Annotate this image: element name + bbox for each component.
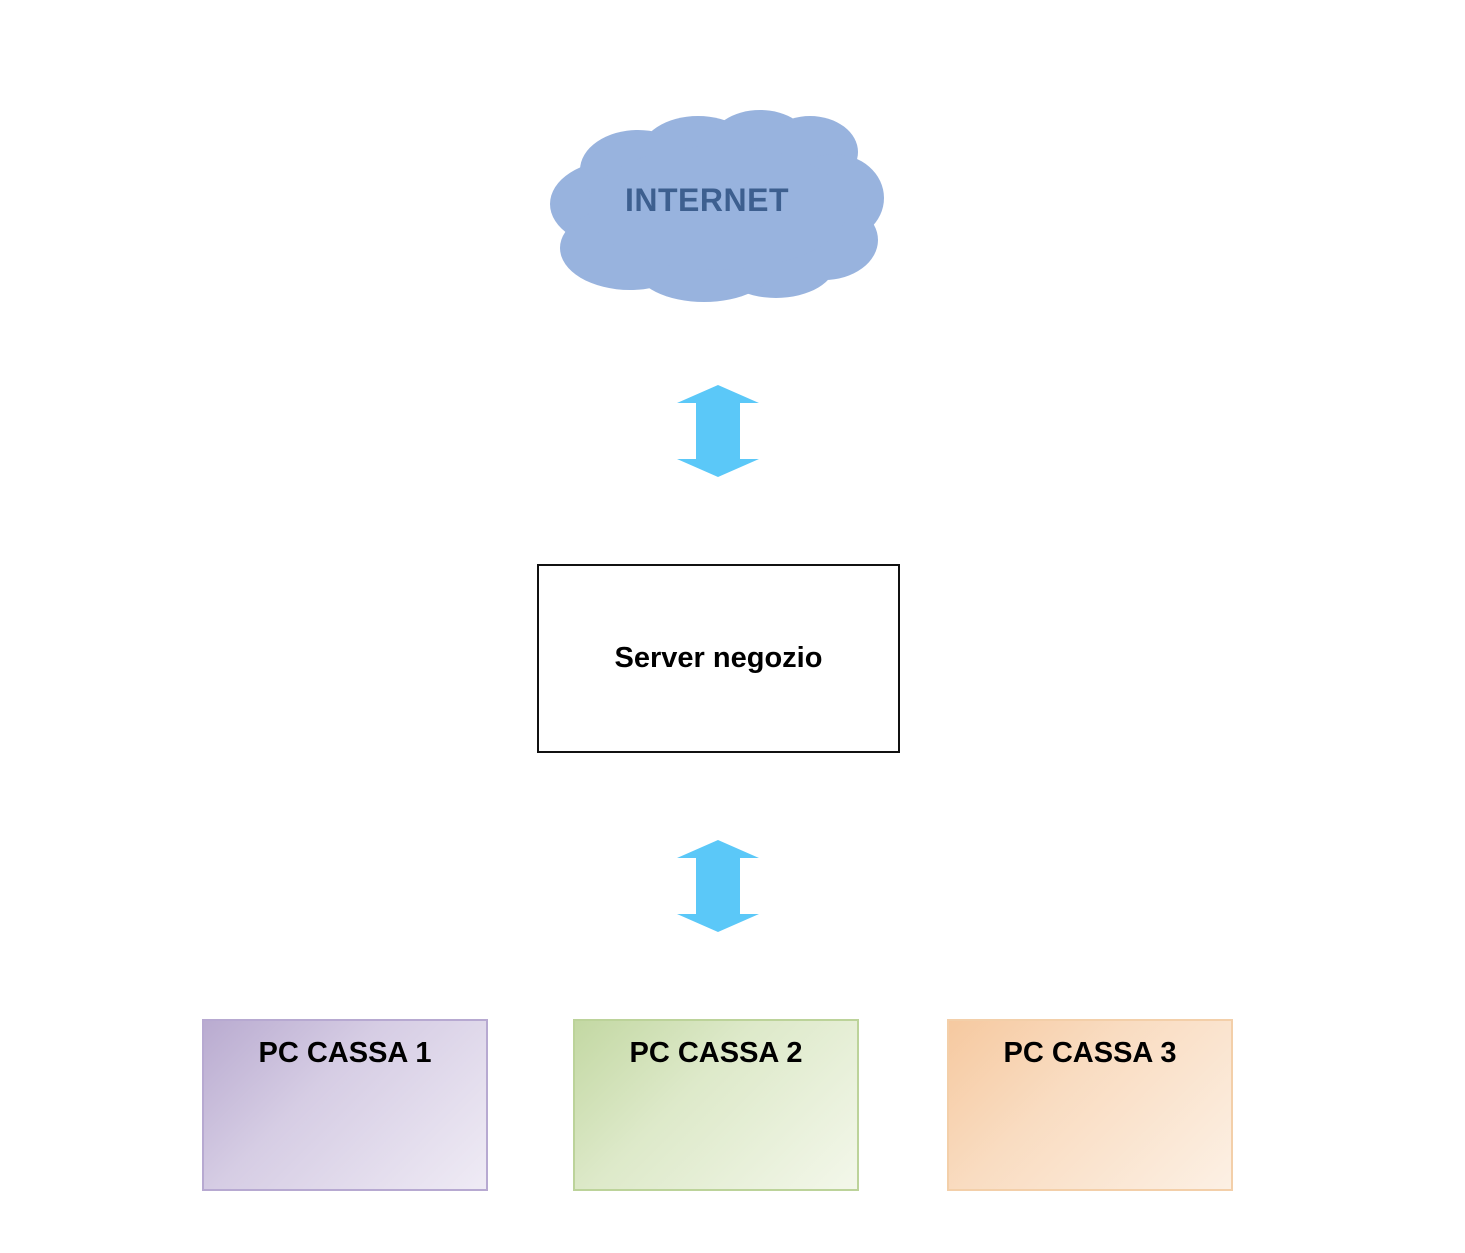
pc-cassa-2-label: PC CASSA 2 <box>629 1037 803 1069</box>
internet-server-arrow <box>677 385 759 477</box>
double-arrow-vertical-icon <box>677 385 759 477</box>
double-arrow-vertical-icon <box>677 840 759 932</box>
pc-cassa-3-label: PC CASSA 3 <box>1003 1037 1177 1069</box>
server-label: Server negozio <box>614 642 823 674</box>
pc-cassa-1-node: PC CASSA 1 <box>202 1019 488 1191</box>
internet-label: INTERNET <box>625 182 789 218</box>
server-terminals-arrow <box>677 840 759 932</box>
pc-cassa-3-node: PC CASSA 3 <box>947 1019 1233 1191</box>
pc-cassa-2-node: PC CASSA 2 <box>573 1019 859 1191</box>
server-node: Server negozio <box>537 564 900 753</box>
cloud-icon <box>550 110 884 302</box>
internet-cloud: INTERNET <box>548 108 888 302</box>
pc-cassa-1-label: PC CASSA 1 <box>258 1037 432 1069</box>
